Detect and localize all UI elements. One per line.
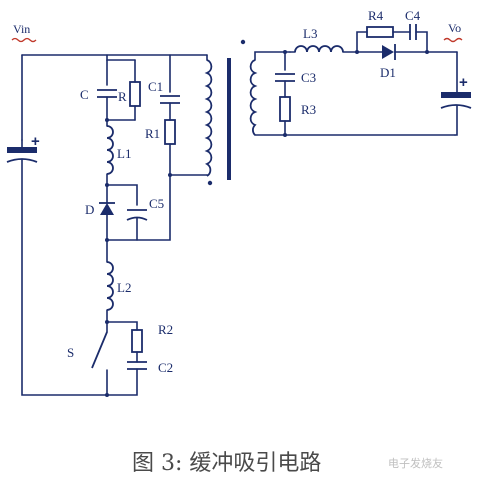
resistor-r: R xyxy=(118,59,141,121)
capacitor-c2: C2 xyxy=(127,360,173,375)
input-capacitor: + xyxy=(6,133,40,163)
vin-terminal: Vin xyxy=(11,22,37,43)
label-c3: C3 xyxy=(301,70,316,85)
transformer-secondary xyxy=(249,59,258,136)
capacitor-c1: C1 xyxy=(148,79,180,104)
capacitor-c3: C3 xyxy=(275,70,316,85)
vo-label: Vo xyxy=(448,21,461,35)
label-l3: L3 xyxy=(303,26,317,41)
resistor-r4: R4 xyxy=(366,8,394,38)
label-r2: R2 xyxy=(158,322,173,337)
inductor-l1: L1 xyxy=(106,119,131,175)
label-r1: R1 xyxy=(145,126,160,141)
label-c4: C4 xyxy=(405,8,421,23)
label-r4: R4 xyxy=(368,8,384,23)
inductor-l3: L3 xyxy=(289,26,344,53)
diode-d: D xyxy=(85,184,115,241)
transformer-primary xyxy=(204,54,213,186)
transformer-core xyxy=(227,58,231,180)
output-capacitor: + xyxy=(440,74,472,109)
capacitor-c4: C4 xyxy=(405,8,421,40)
resistor-r2: R2 xyxy=(131,322,173,353)
label-s: S xyxy=(67,345,74,360)
diode-d1: D1 xyxy=(356,44,428,80)
secondary-dot xyxy=(240,39,246,45)
label-d1: D1 xyxy=(380,65,396,80)
label-c5: C5 xyxy=(149,196,164,211)
label-r3: R3 xyxy=(301,102,316,117)
label-c: C xyxy=(80,87,89,102)
bottom-return-wire xyxy=(21,159,108,396)
inductor-l2: L2 xyxy=(106,239,131,311)
vo-wavy-mark xyxy=(443,37,463,43)
label-l2: L2 xyxy=(117,280,131,295)
vin-label: Vin xyxy=(13,22,30,36)
capacitor-c5: C5 xyxy=(126,196,164,241)
watermark: 电子发烧友 xyxy=(388,457,443,470)
label-c1: C1 xyxy=(148,79,163,94)
output-cap-plus: + xyxy=(459,74,468,91)
figure-caption: 图 3: 缓冲吸引电路 xyxy=(132,451,322,476)
label-d: D xyxy=(85,202,94,217)
switch-s: S xyxy=(67,321,108,396)
label-c2: C2 xyxy=(158,360,173,375)
vo-terminal: Vo xyxy=(443,21,463,43)
capacitor-c: C xyxy=(80,87,117,102)
resistor-r1: R1 xyxy=(145,119,176,145)
vin-wavy-mark xyxy=(11,37,37,43)
input-cap-plus: + xyxy=(31,133,40,150)
resistor-r3: R3 xyxy=(279,96,316,122)
label-r: R xyxy=(118,89,127,104)
label-l1: L1 xyxy=(117,146,131,161)
